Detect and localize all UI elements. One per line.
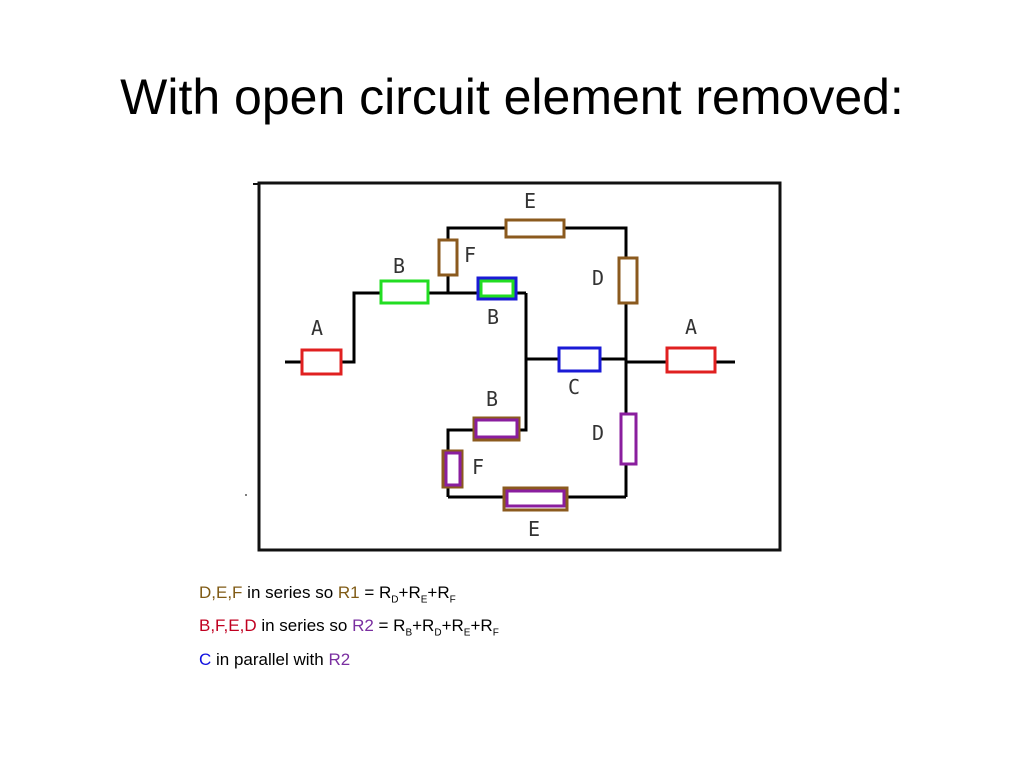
group-def: D,E,F (199, 583, 243, 602)
r1-term: R1 (337, 583, 360, 602)
label-a-left: A (311, 316, 323, 340)
group-bfed: B,F,E,D (199, 616, 257, 636)
diagram-frame (257, 181, 782, 552)
resistor-b-mid (479, 279, 515, 298)
label-f-low: F (472, 455, 484, 479)
resistor-d-low (619, 412, 638, 466)
resistor-d-top (617, 256, 639, 305)
label-b-low: B (486, 387, 498, 411)
resistor-b-low (474, 418, 519, 439)
note-line-3: C in parallel with R2 (199, 649, 351, 669)
label-f-top: F (464, 243, 476, 267)
slide-title: With open circuit element removed: (120, 69, 904, 125)
r2-term: R2 (328, 649, 351, 669)
wires (285, 226, 735, 499)
note-line-1: D,E,F in series so R1 = RD+RE+RF (199, 583, 456, 606)
resistor-a-right (665, 346, 717, 374)
label-d-top: D (592, 266, 604, 290)
resistor-c (557, 346, 602, 373)
label-e-low: E (528, 517, 540, 541)
group-c: C (199, 649, 212, 669)
label-b-mid: B (487, 305, 499, 329)
label-c: C (568, 375, 580, 399)
note-line-2: B,F,E,D in series so R2 = RB+RD+RE+RF (199, 616, 499, 639)
resistor-f-low (444, 451, 462, 487)
explanation-notes: D,E,F in series so R1 = RD+RE+RF B,F,E,D… (199, 580, 499, 673)
resistor-e-top (504, 218, 566, 239)
resistor-a-left (300, 348, 343, 376)
resistor-e-low (505, 489, 566, 508)
resistor-b-top (379, 279, 430, 305)
resistor-f-top (437, 238, 459, 277)
label-d-low: D (592, 421, 604, 445)
label-b-top: B (393, 254, 405, 278)
stray-dot (245, 494, 247, 496)
label-a-right: A (685, 315, 697, 339)
label-e-top: E (524, 189, 536, 213)
r2-term: R2 (352, 616, 374, 636)
